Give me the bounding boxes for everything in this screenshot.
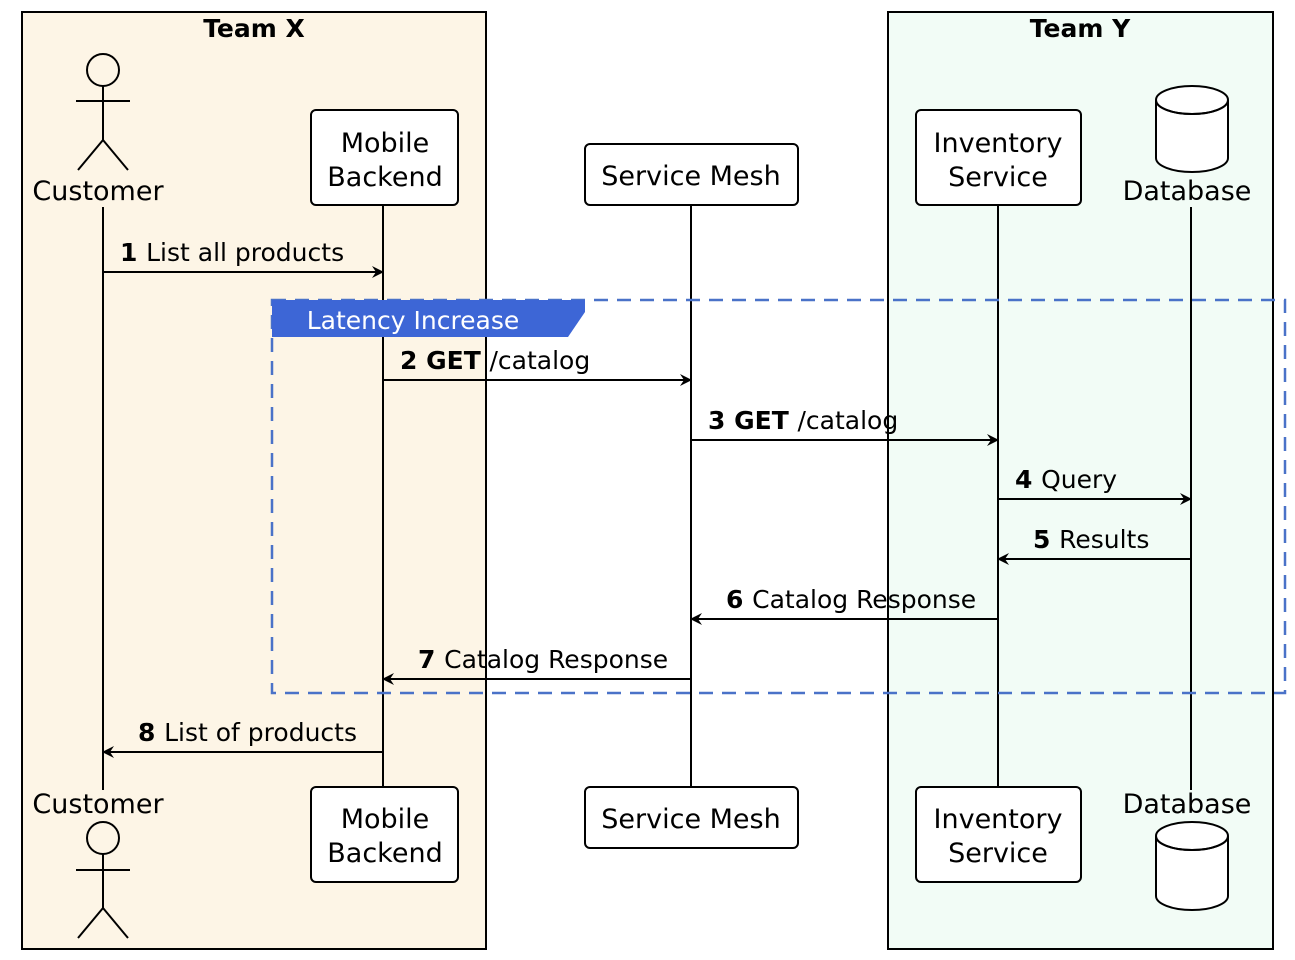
message-method: GET xyxy=(426,346,489,375)
message-text: Query xyxy=(1041,465,1117,494)
message-label: 4 Query xyxy=(1015,465,1117,494)
message-6: 6 Catalog Response xyxy=(690,585,998,625)
message-label: 1 List all products xyxy=(120,238,344,267)
frame-label-tab xyxy=(272,300,585,337)
message-number: 5 xyxy=(1033,525,1059,554)
mobile-backend-box-top: Mobile Backend xyxy=(310,109,459,206)
message-number: 1 xyxy=(120,238,146,267)
message-text: Catalog Response xyxy=(444,645,668,674)
message-method: GET xyxy=(734,406,797,435)
service-mesh-box-bottom: Service Mesh xyxy=(584,786,799,849)
customer-actor-bottom: Customer xyxy=(32,789,164,939)
team-y-title: Team Y xyxy=(1030,14,1131,43)
mobile-backend-box-bottom: Mobile Backend xyxy=(310,786,459,883)
message-number: 3 xyxy=(708,406,734,435)
message-3: 3 GET /catalog xyxy=(691,406,999,446)
actor-icon xyxy=(76,821,130,939)
message-label: 5 Results xyxy=(1033,525,1149,554)
inventory-service-label-line1: Inventory xyxy=(934,804,1063,835)
team-x-title: Team X xyxy=(203,14,305,43)
inventory-service-label-line1: Inventory xyxy=(934,128,1063,159)
service-mesh-label: Service Mesh xyxy=(601,161,780,192)
message-number: 4 xyxy=(1015,465,1041,494)
message-8: 8 List of products xyxy=(102,718,383,758)
message-text: /catalog xyxy=(797,406,898,435)
database-bottom: Database xyxy=(1123,789,1252,911)
message-label: 2 GET /catalog xyxy=(400,346,590,375)
inventory-service-label-line2: Service xyxy=(948,838,1048,869)
mobile-backend-label-line1: Mobile xyxy=(341,804,430,835)
message-text: Catalog Response xyxy=(752,585,976,614)
message-label: 8 List of products xyxy=(138,718,357,747)
message-text: List of products xyxy=(164,718,357,747)
database-icon xyxy=(1155,821,1229,911)
service-mesh-label: Service Mesh xyxy=(601,804,780,835)
mobile-backend-label-line2: Backend xyxy=(327,838,442,869)
message-number: 2 xyxy=(400,346,426,375)
frame-label: Latency Increase xyxy=(307,306,520,335)
frame-border xyxy=(270,298,1287,695)
database-label: Database xyxy=(1123,176,1252,207)
message-label: 6 Catalog Response xyxy=(726,585,976,614)
message-2: 2 GET /catalog xyxy=(383,346,692,386)
database-icon xyxy=(1155,85,1229,173)
message-label: 3 GET /catalog xyxy=(708,406,898,435)
mobile-backend-label-line1: Mobile xyxy=(341,128,430,159)
message-text: Results xyxy=(1059,525,1149,554)
message-text: /catalog xyxy=(489,346,590,375)
mobile-backend-label-line2: Backend xyxy=(327,162,442,193)
message-1: 1 List all products xyxy=(103,238,384,278)
message-text: List all products xyxy=(146,238,344,267)
customer-actor-top: Customer xyxy=(32,53,164,207)
message-number: 7 xyxy=(418,645,444,674)
message-number: 6 xyxy=(726,585,752,614)
actor-icon xyxy=(76,53,130,171)
inventory-service-box-top: Inventory Service xyxy=(915,109,1082,206)
message-4: 4 Query xyxy=(998,465,1192,505)
message-label: 7 Catalog Response xyxy=(418,645,668,674)
inventory-service-box-bottom: Inventory Service xyxy=(915,786,1082,883)
customer-label: Customer xyxy=(32,176,164,207)
database-top: Database xyxy=(1123,85,1252,207)
message-number: 8 xyxy=(138,718,164,747)
latency-frame: Latency Increase xyxy=(270,298,1287,695)
inventory-service-label-line2: Service xyxy=(948,162,1048,193)
service-mesh-box-top: Service Mesh xyxy=(584,143,799,206)
customer-label: Customer xyxy=(32,789,164,820)
message-7: 7 Catalog Response xyxy=(382,645,691,685)
database-label: Database xyxy=(1123,789,1252,820)
message-5: 5 Results xyxy=(997,525,1191,565)
